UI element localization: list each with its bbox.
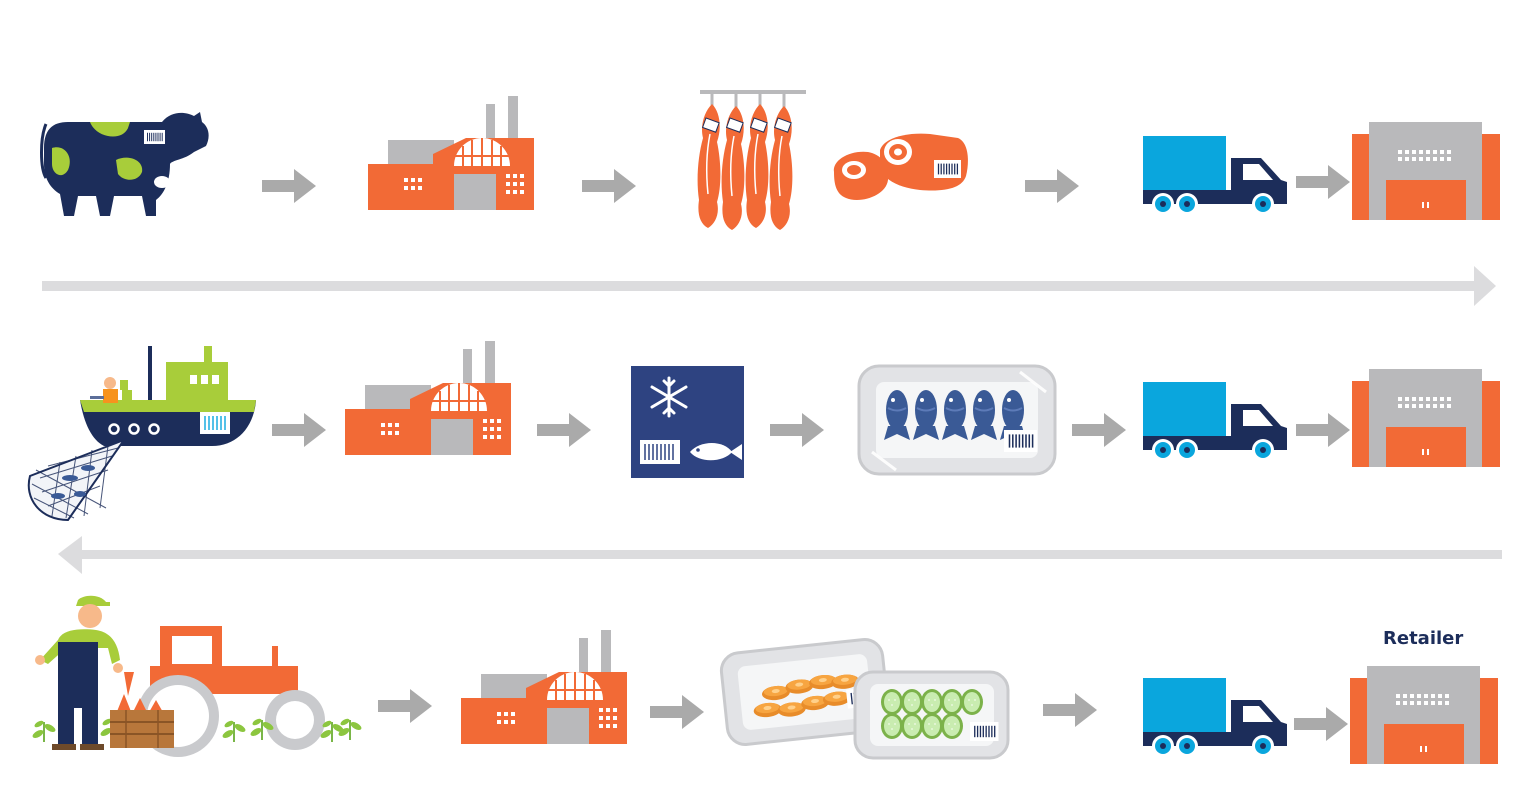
flow-arrow	[1025, 169, 1079, 203]
flow-arrow	[582, 169, 636, 203]
packaged-vegetables-icon	[719, 638, 1010, 760]
flow-arrow	[650, 695, 704, 729]
flow-arrow	[1296, 165, 1350, 199]
fishing-boat-icon	[80, 346, 256, 446]
truck-icon	[1143, 382, 1287, 461]
retail-store-icon	[1352, 122, 1500, 220]
factory-icon	[460, 629, 628, 745]
meat-cuts-icon	[833, 133, 968, 200]
flow-arrow	[770, 413, 824, 447]
flow-arrow	[378, 689, 432, 723]
cow-icon	[40, 112, 209, 216]
frozen-fish-icon	[631, 366, 744, 478]
packaged-fish-icon	[857, 364, 1057, 476]
fishing-net-icon	[27, 437, 127, 522]
flow-arrow	[262, 169, 316, 203]
flow-arrow	[537, 413, 591, 447]
flow-arrow	[1043, 693, 1097, 727]
tractor	[137, 626, 325, 757]
snowflake-icon	[650, 376, 688, 418]
flow-arrow	[1072, 413, 1126, 447]
flow-line-return	[58, 536, 1502, 574]
retailer-label: Retailer	[1383, 628, 1464, 649]
flow-line-forward	[42, 266, 1496, 306]
retail-store-icon	[1352, 369, 1500, 467]
retail-store-icon	[1350, 666, 1498, 764]
truck-icon	[1143, 136, 1287, 215]
farmer-tractor-icon	[30, 595, 364, 757]
meat-carcass-icon	[696, 90, 806, 231]
flow-arrow	[1294, 707, 1348, 741]
fisherman-figure	[90, 377, 118, 403]
factory-icon	[367, 95, 535, 211]
cucumber-tray	[853, 670, 1010, 760]
factory-icon	[344, 340, 512, 456]
flow-arrow	[272, 413, 326, 447]
flow-arrow	[1296, 413, 1350, 447]
truck-icon	[1143, 678, 1287, 757]
carrot-tray	[719, 638, 891, 746]
farmer-figure	[35, 595, 134, 750]
carrot-crate	[110, 694, 174, 748]
